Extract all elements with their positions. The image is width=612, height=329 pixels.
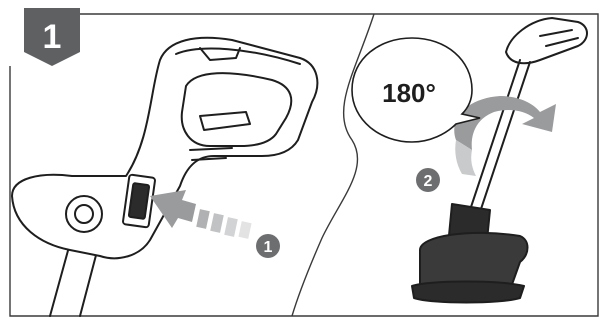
lock-button [129, 183, 150, 219]
upper-handle [506, 18, 587, 63]
callout-1: 1 [256, 234, 280, 258]
pivot-knob-inner [75, 205, 93, 223]
trimmer-handle-illustration [12, 38, 317, 316]
step-badge: 1 [24, 8, 80, 66]
callout-2-label: 2 [424, 173, 433, 190]
callout-2: 2 [416, 168, 440, 192]
spool [412, 282, 524, 303]
callout-1-label: 1 [264, 239, 273, 256]
handle-opening [182, 73, 292, 146]
rotation-label: 180° [382, 78, 436, 108]
shaft [470, 60, 530, 212]
step-number: 1 [43, 18, 62, 56]
